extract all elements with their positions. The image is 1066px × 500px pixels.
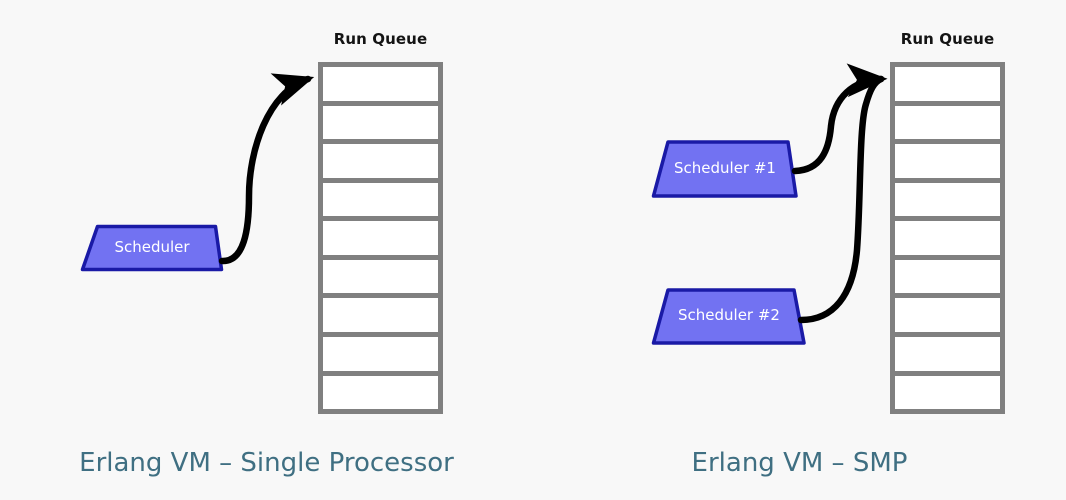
queue-cell[interactable] — [895, 298, 1000, 332]
queue-label-left: Run Queue — [333, 30, 428, 48]
queue-cell[interactable] — [323, 182, 438, 217]
arrow-scheduler1-to-queue — [791, 63, 888, 175]
scheduler-shape-2[interactable]: Scheduler #2 — [651, 286, 807, 348]
queue-cell[interactable] — [895, 144, 1000, 178]
queue-cell[interactable] — [323, 259, 438, 294]
queue-cell[interactable] — [323, 67, 438, 101]
queue-cell[interactable] — [895, 105, 1000, 140]
scheduler-shape-single[interactable]: Scheduler — [80, 223, 224, 273]
queue-cell[interactable] — [323, 105, 438, 140]
queue-cell[interactable] — [895, 67, 1000, 101]
queue-cell[interactable] — [895, 182, 1000, 217]
queue-cell[interactable] — [323, 298, 438, 332]
queue-cell[interactable] — [895, 375, 1000, 410]
queue-cell[interactable] — [895, 221, 1000, 255]
trapezoid-icon — [651, 288, 806, 345]
arrow-scheduler2-to-queue — [797, 75, 885, 324]
queue-label-right: Run Queue — [900, 30, 995, 48]
queue-cell[interactable] — [323, 375, 438, 410]
run-queue-left — [318, 62, 443, 414]
run-queue-right — [890, 62, 1005, 414]
arrow-scheduler-to-queue — [218, 73, 315, 265]
panel-smp: Run Queue Scheduler #1 Scheduler #2 — [533, 0, 1066, 500]
caption-single-processor: Erlang VM – Single Processor — [79, 448, 454, 478]
queue-cell[interactable] — [323, 221, 438, 255]
panel-single-processor: Run Queue Scheduler — [79, 30, 454, 478]
queue-cell[interactable] — [323, 144, 438, 178]
queue-cell[interactable] — [895, 259, 1000, 294]
trapezoid-icon — [651, 140, 798, 198]
trapezoid-icon — [80, 224, 224, 272]
scheduler-shape-1[interactable]: Scheduler #1 — [651, 138, 799, 201]
caption-smp: Erlang VM – SMP — [691, 448, 908, 478]
queue-cell[interactable] — [895, 336, 1000, 371]
queue-cell[interactable] — [323, 336, 438, 371]
